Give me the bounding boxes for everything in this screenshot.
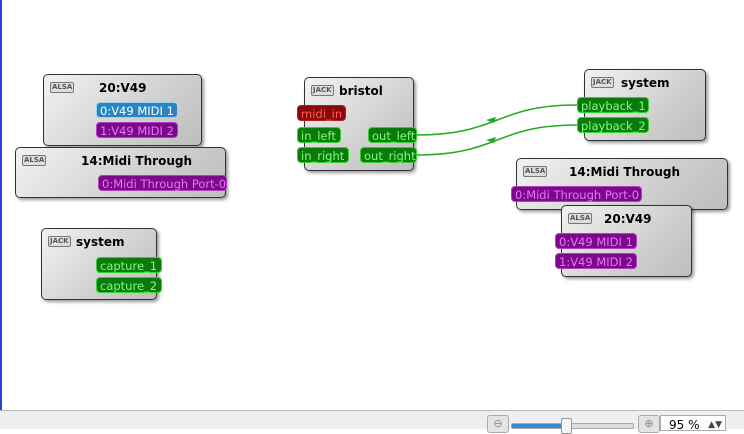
node-title: system (621, 76, 670, 90)
node-title: system (76, 235, 125, 249)
node-title: bristol (339, 84, 383, 98)
port[interactable]: 0:V49 MIDI 1 (555, 233, 637, 249)
port[interactable]: capture_2 (96, 277, 162, 293)
port[interactable]: capture_1 (96, 257, 162, 273)
arrow-icon (486, 137, 496, 143)
alsa-icon: ALSA (523, 166, 548, 177)
port[interactable]: playback_2 (577, 117, 649, 133)
zoom-slider-fill (512, 424, 565, 428)
zoom-slider[interactable] (511, 418, 634, 434)
alsa-icon: ALSA (22, 155, 47, 166)
node-title: 14:Midi Through (81, 154, 192, 168)
status-bar: ⊖ ⊕ 95 % ▲▼ (0, 410, 744, 434)
port[interactable]: in_right (297, 147, 349, 163)
port[interactable]: 0:V49 MIDI 1 (96, 102, 178, 118)
zoom-spinbox[interactable]: 95 % ▲▼ (660, 415, 726, 432)
connection-out_left-playback_1[interactable] (415, 104, 578, 136)
zoom-out-icon: ⊖ (493, 417, 503, 430)
zoom-in-icon: ⊕ (644, 417, 654, 430)
jack-icon: JACK (48, 236, 71, 247)
port[interactable]: out_right (360, 147, 417, 163)
canvas-border (0, 0, 2, 410)
port[interactable]: in_left (297, 127, 341, 143)
connection-out_right-playback_2[interactable] (415, 124, 578, 156)
port[interactable]: 0:Midi Through Port-0 (511, 186, 642, 202)
connections-layer (415, 104, 578, 156)
alsa-icon: ALSA (568, 213, 593, 224)
node-title: 20:V49 (604, 212, 652, 226)
port[interactable]: out_left (368, 127, 417, 143)
jack-icon: JACK (311, 85, 334, 96)
port[interactable]: playback_1 (577, 97, 649, 113)
port[interactable]: 1:V49 MIDI 2 (96, 122, 178, 138)
port[interactable]: midi_in (297, 105, 346, 121)
port[interactable]: 1:V49 MIDI 2 (555, 253, 637, 269)
zoom-slider-handle[interactable] (561, 418, 572, 434)
zoom-out-button[interactable]: ⊖ (487, 415, 509, 433)
node-title: 14:Midi Through (569, 165, 680, 179)
arrow-icon (486, 117, 496, 123)
alsa-icon: ALSA (50, 82, 75, 93)
zoom-in-button[interactable]: ⊕ (638, 415, 660, 433)
jack-icon: JACK (591, 77, 614, 88)
spin-arrows-icon[interactable]: ▲▼ (708, 420, 722, 430)
zoom-value: 95 % (669, 418, 700, 432)
node-title: 20:V49 (99, 81, 147, 95)
port[interactable]: 0:Midi Through Port-0 (98, 175, 227, 191)
